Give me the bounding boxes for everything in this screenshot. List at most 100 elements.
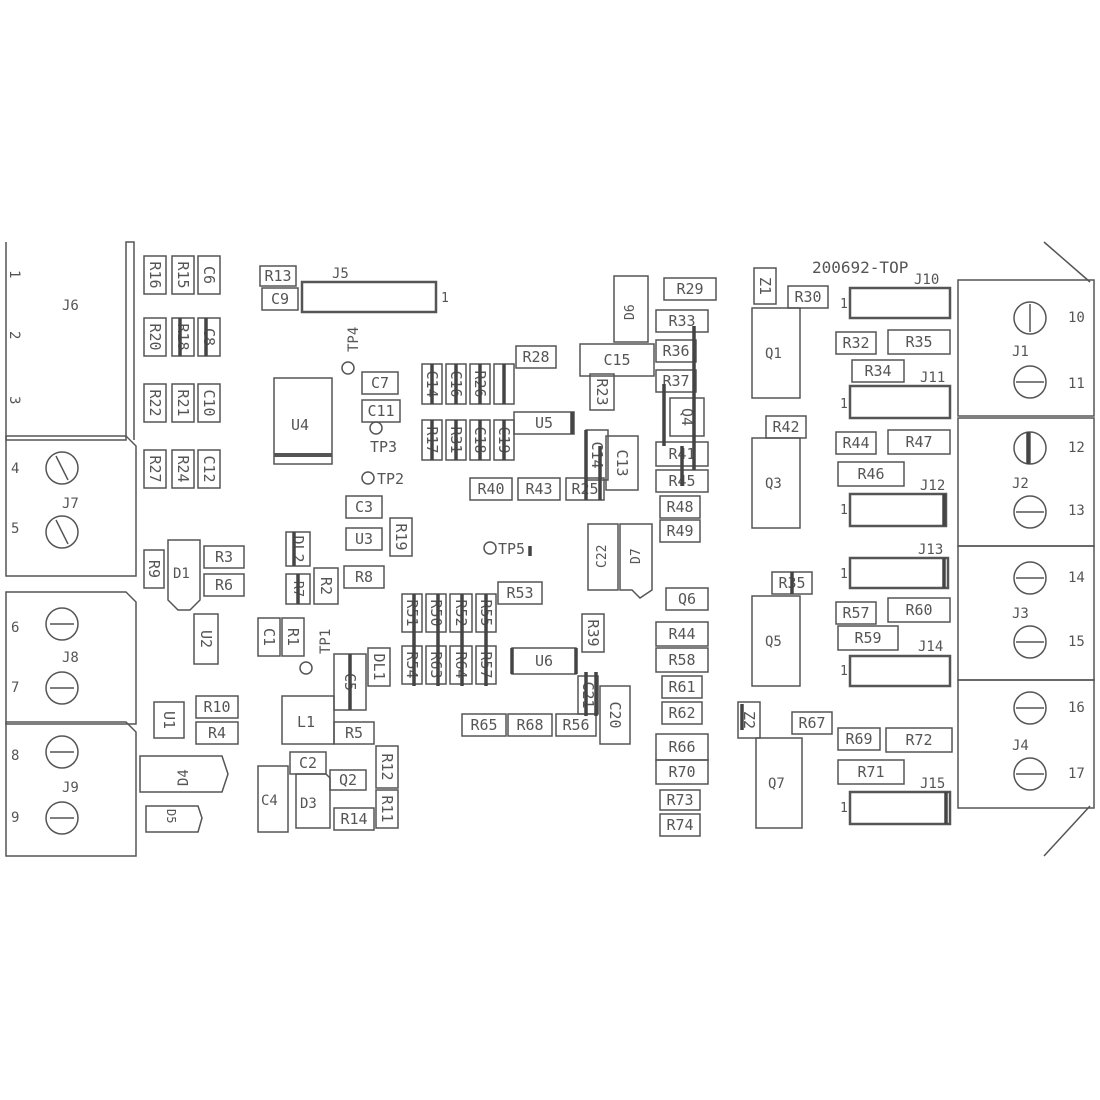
component-outline bbox=[345, 495, 383, 519]
component-outline bbox=[171, 317, 195, 357]
component-outline bbox=[663, 277, 717, 301]
component-label: R69 bbox=[845, 730, 872, 748]
component-r5: R5 bbox=[333, 721, 375, 745]
component-label: C20 bbox=[606, 701, 624, 728]
component-r65: R65 bbox=[461, 713, 507, 737]
component-r18: R18 bbox=[171, 317, 195, 357]
component-outline bbox=[851, 359, 905, 383]
component-label: R36 bbox=[662, 342, 689, 360]
component-r71: R71 bbox=[837, 759, 905, 785]
component-r44: R44 bbox=[835, 431, 877, 455]
component-c10: C10 bbox=[197, 383, 221, 423]
component-c8: C8 bbox=[197, 317, 221, 357]
component-r22: R22 bbox=[143, 383, 167, 423]
d1-diode: D1 bbox=[167, 539, 201, 611]
component-u2: U2 bbox=[193, 613, 219, 665]
j8-label: J8 bbox=[62, 650, 79, 666]
component-label: R63 bbox=[427, 651, 445, 678]
connector-j15: J15 1 bbox=[840, 776, 952, 826]
component-label: U5 bbox=[535, 414, 553, 432]
component-outline bbox=[837, 759, 905, 785]
connector-j5: J5 1 bbox=[300, 266, 449, 314]
component-outline bbox=[197, 383, 221, 423]
component-r24: R24 bbox=[171, 449, 195, 489]
component-outline bbox=[375, 789, 399, 829]
component-label: R42 bbox=[772, 418, 799, 436]
j13-label: J13 bbox=[918, 542, 943, 558]
connector-j12: J12 1 bbox=[840, 478, 948, 528]
component-outline bbox=[203, 545, 245, 569]
component-r9: R9 bbox=[143, 549, 165, 589]
j10-label: J10 bbox=[914, 272, 939, 288]
component-label: U6 bbox=[535, 652, 553, 670]
q7-transistor: Q7 bbox=[755, 737, 803, 829]
component-outline bbox=[513, 411, 575, 435]
component-outline bbox=[787, 285, 829, 309]
component-outline bbox=[143, 317, 167, 357]
board-corner-lines bbox=[1043, 241, 1091, 857]
component-r48: R48 bbox=[659, 495, 701, 519]
component-outline bbox=[837, 625, 899, 651]
component-label: R61 bbox=[668, 678, 695, 696]
component-label: U2 bbox=[197, 630, 215, 648]
component-c12: C12 bbox=[197, 449, 221, 489]
component-outline bbox=[835, 601, 877, 625]
component-label: R20 bbox=[146, 323, 164, 350]
j12-label: J12 bbox=[920, 478, 945, 494]
component-outline bbox=[605, 435, 639, 491]
j11-pin-1: 1 bbox=[840, 397, 848, 412]
component-outline bbox=[579, 343, 655, 377]
component-r27: R27 bbox=[143, 449, 167, 489]
component-outline bbox=[655, 759, 709, 785]
component-outline bbox=[329, 769, 367, 791]
component-r51: R51 bbox=[401, 593, 423, 633]
component-outline bbox=[333, 721, 375, 745]
component-label: R51 bbox=[403, 599, 421, 626]
j8-pin-6: 6 bbox=[11, 620, 19, 636]
component-c3: C3 bbox=[345, 495, 383, 519]
component-outline bbox=[753, 267, 777, 305]
component-label: R30 bbox=[794, 288, 821, 306]
component-outline bbox=[599, 685, 631, 745]
component-label: R10 bbox=[203, 698, 230, 716]
j4-pin-16: 16 bbox=[1068, 700, 1085, 716]
component-r42: R42 bbox=[765, 415, 807, 439]
component-label: R66 bbox=[668, 738, 695, 756]
component-r67: R67 bbox=[791, 711, 833, 735]
component-outline bbox=[313, 567, 339, 605]
component-outline bbox=[401, 593, 423, 633]
j13-pin-1: 1 bbox=[840, 567, 848, 582]
tp4-label: TP4 bbox=[346, 327, 362, 352]
connector-j4: J4 16 17 bbox=[957, 679, 1095, 809]
j12-pin-1: 1 bbox=[840, 503, 848, 518]
component-q4: Q4 bbox=[669, 397, 705, 437]
d3-label: D3 bbox=[300, 796, 317, 812]
component-outline bbox=[581, 613, 605, 653]
component-outline bbox=[837, 727, 881, 751]
component-outline bbox=[515, 345, 557, 369]
component-outline bbox=[361, 371, 399, 395]
component-label: R57 bbox=[842, 604, 869, 622]
component-r8: R8 bbox=[343, 565, 385, 589]
j6-pin-3: 3 bbox=[6, 396, 22, 404]
component-r4: R4 bbox=[195, 721, 239, 745]
component-r50: R50 bbox=[425, 593, 447, 633]
component-r29: R29 bbox=[663, 277, 717, 301]
component-r36: R36 bbox=[655, 339, 697, 363]
component-r33: R33 bbox=[655, 309, 709, 333]
j4-label: J4 bbox=[1012, 738, 1029, 754]
component-label: R53 bbox=[506, 584, 533, 602]
j3-label: J3 bbox=[1012, 606, 1029, 622]
component-outline bbox=[737, 701, 761, 739]
component-label: C11 bbox=[367, 402, 394, 420]
tp2-label: TP2 bbox=[377, 470, 404, 488]
component-outline bbox=[259, 265, 297, 287]
j11-label: J11 bbox=[920, 370, 945, 386]
component-c9: C9 bbox=[261, 287, 299, 311]
component-outline bbox=[389, 517, 413, 557]
j9-label: J9 bbox=[62, 780, 79, 796]
component-outline bbox=[171, 449, 195, 489]
component-label: R74 bbox=[666, 816, 693, 834]
component-outline bbox=[203, 573, 245, 597]
component-outline bbox=[143, 255, 167, 295]
